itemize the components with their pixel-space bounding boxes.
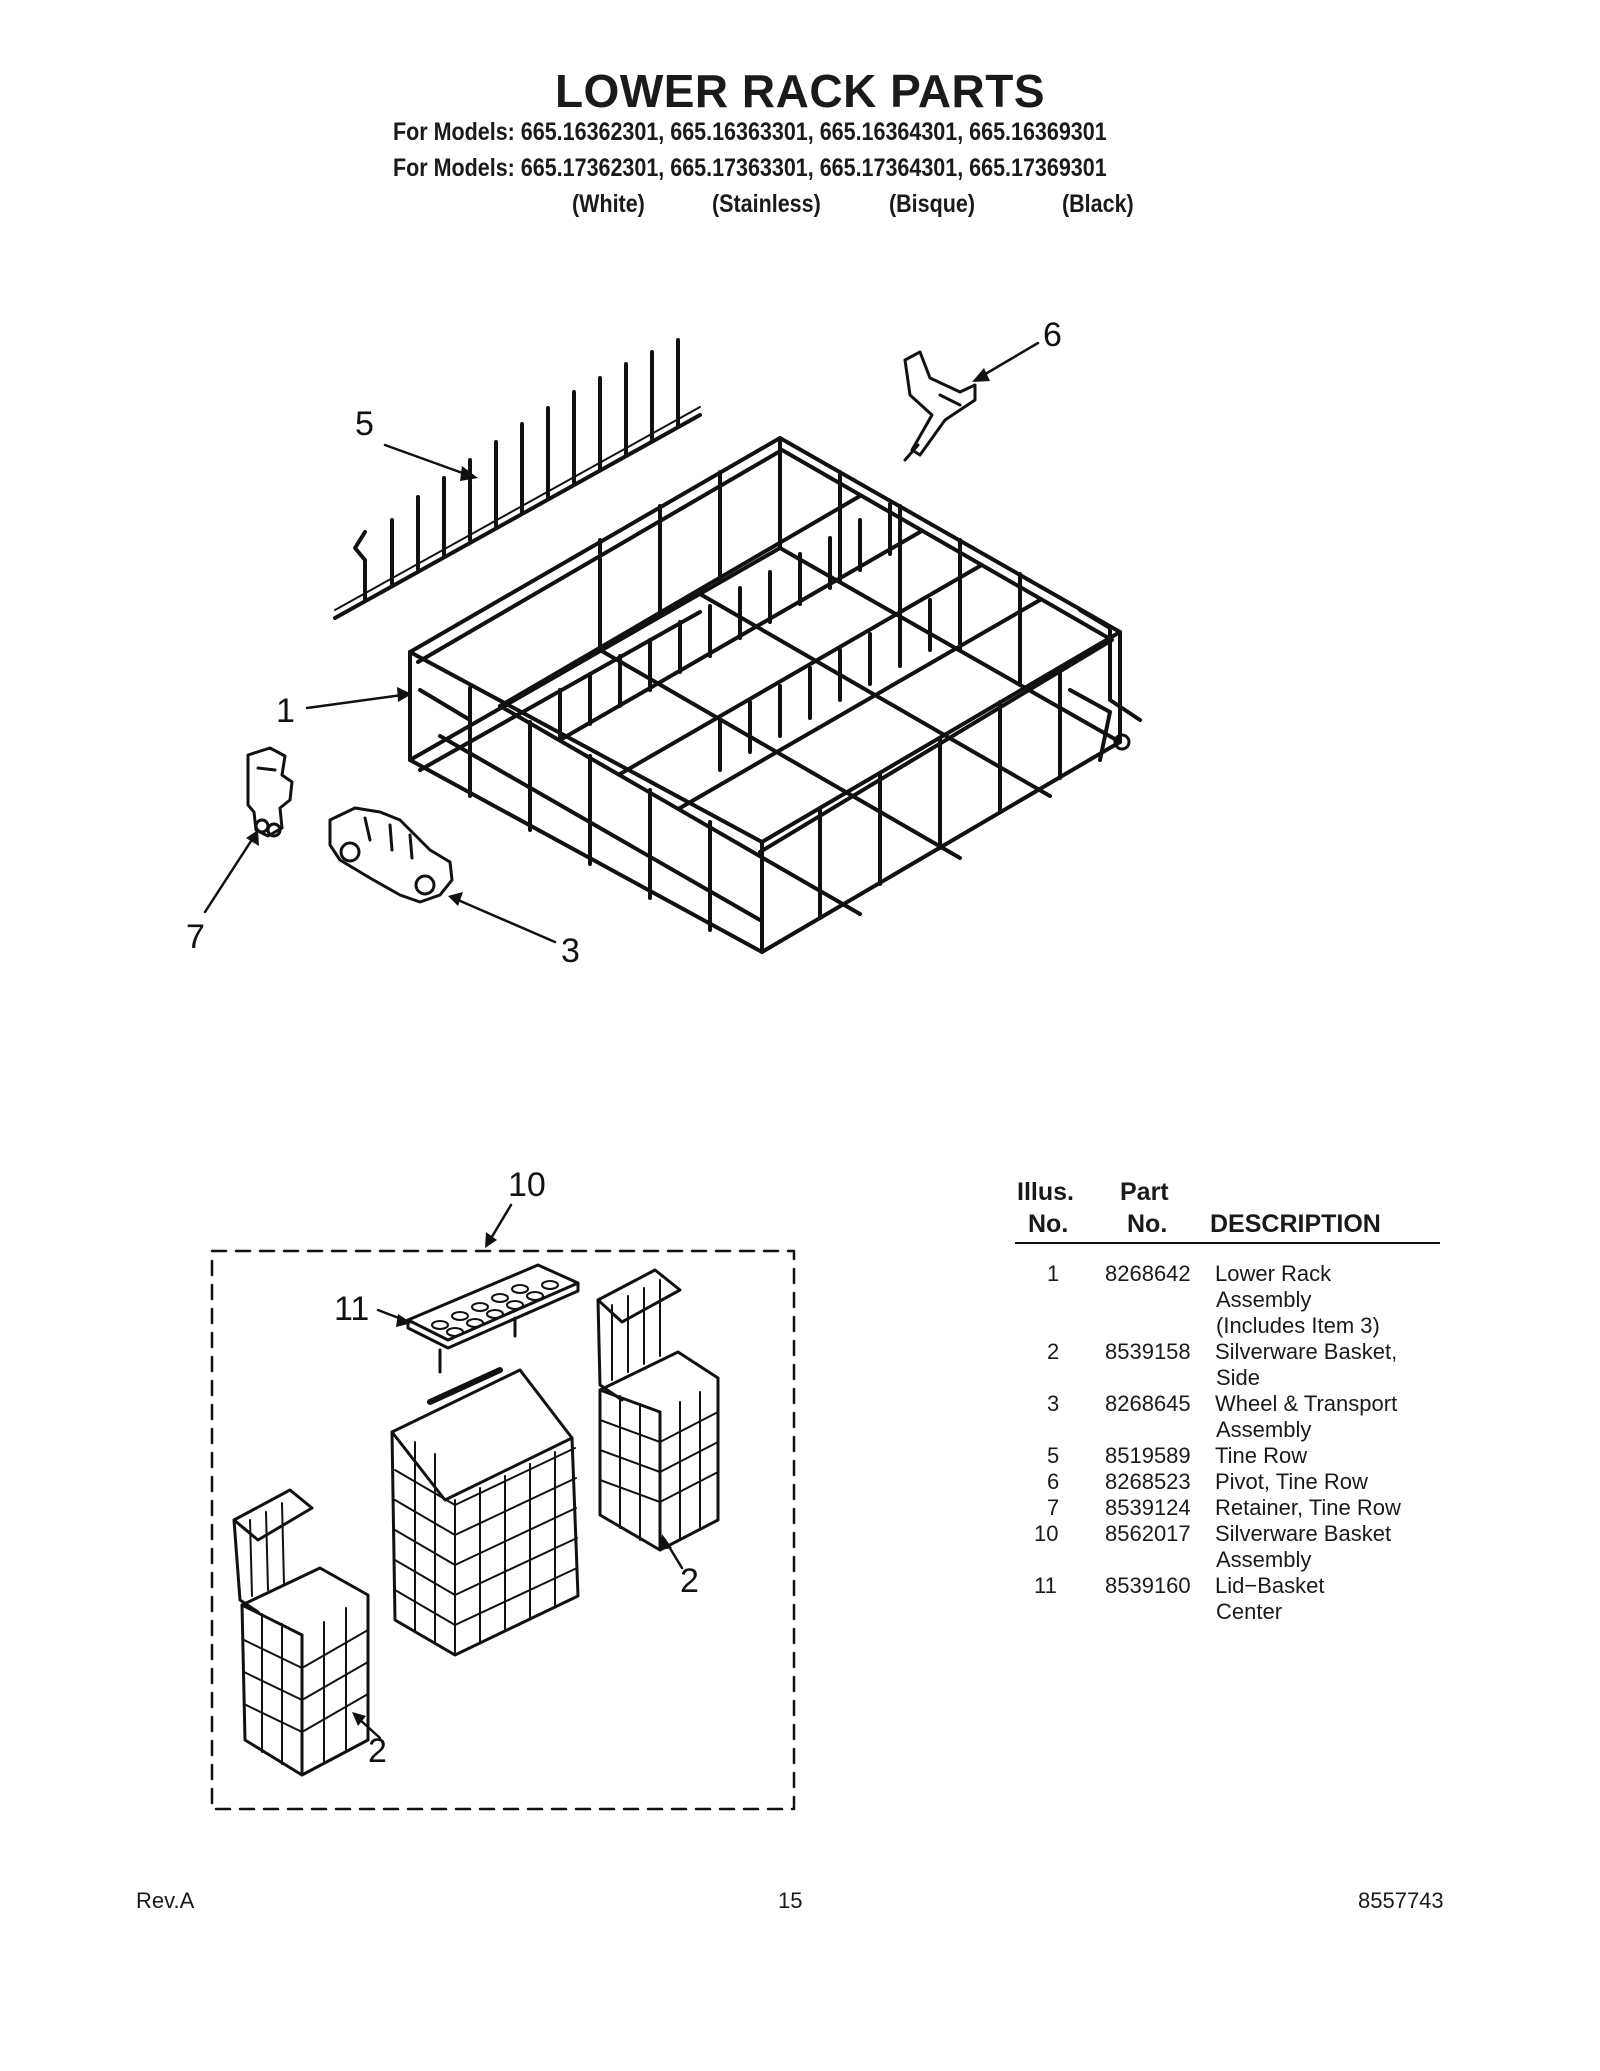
pivot-tine-row-illustration [903, 350, 977, 462]
row-illus: 5 [1047, 1443, 1060, 1468]
row-illus: 1 [1047, 1261, 1060, 1286]
row-illus: 7 [1047, 1495, 1060, 1520]
color-black: (Black) [1062, 190, 1134, 218]
footer-revision: Rev.A [136, 1888, 195, 1913]
callout-3: 3 [561, 932, 580, 970]
callout-10: 10 [508, 1166, 546, 1204]
callout-5: 5 [355, 405, 374, 443]
basket-lid-illustration [406, 1263, 580, 1374]
header-illus-line2: No. [1028, 1210, 1069, 1238]
row-desc: Center [1216, 1599, 1283, 1624]
header-part-line2: No. [1127, 1210, 1168, 1238]
callout-1: 1 [276, 692, 295, 730]
callout-2-right: 2 [680, 1562, 699, 1600]
row-desc: Side [1216, 1365, 1261, 1390]
row-part: 8539160 [1105, 1573, 1191, 1598]
footer-page-number: 15 [778, 1888, 803, 1913]
wheel-transport-illustration [328, 806, 454, 904]
table-header-rule [1015, 1242, 1440, 1244]
color-white: (White) [572, 190, 645, 218]
tine-row-illustration [333, 338, 702, 620]
callout-6: 6 [1043, 316, 1062, 354]
header-description: DESCRIPTION [1210, 1210, 1381, 1238]
row-desc: Assembly [1216, 1417, 1312, 1442]
row-desc: Tine Row [1215, 1443, 1308, 1468]
retainer-tine-row-illustration [246, 746, 294, 838]
row-desc: Wheel & Transport [1215, 1391, 1398, 1416]
callout-2-left: 2 [368, 1732, 387, 1770]
lower-rack-illustration [408, 436, 1142, 954]
row-desc: Lower Rack [1215, 1261, 1332, 1286]
callout-7: 7 [186, 918, 205, 956]
color-stainless: (Stainless) [712, 190, 821, 218]
row-illus: 3 [1047, 1391, 1060, 1416]
row-desc: Lid−Basket [1215, 1573, 1325, 1598]
header-illus-line1: Illus. [1017, 1178, 1074, 1206]
row-illus: 11 [1034, 1573, 1057, 1598]
row-desc: Silverware Basket [1215, 1521, 1392, 1546]
row-desc: Retainer, Tine Row [1215, 1495, 1401, 1520]
row-part: 8562017 [1105, 1521, 1191, 1546]
row-desc: Assembly [1216, 1547, 1312, 1572]
basket-assembly-outline [210, 1249, 796, 1811]
row-desc: (Includes Item 3) [1216, 1313, 1380, 1338]
side-basket-left-illustration [232, 1488, 370, 1777]
color-bisque: (Bisque) [889, 190, 975, 218]
row-illus: 6 [1047, 1469, 1060, 1494]
row-desc: Pivot, Tine Row [1215, 1469, 1368, 1494]
row-illus: 10 [1034, 1521, 1059, 1546]
row-part: 8539158 [1105, 1339, 1191, 1364]
row-illus: 2 [1047, 1339, 1060, 1364]
side-basket-right-illustration [596, 1268, 720, 1552]
row-part: 8268642 [1105, 1261, 1191, 1286]
page-title: LOWER RACK PARTS [554, 65, 1046, 117]
models-line-2: For Models: 665.17362301, 665.17363301, … [393, 154, 1107, 182]
row-part: 8519589 [1105, 1443, 1191, 1468]
row-desc: Silverware Basket, [1215, 1339, 1398, 1364]
row-desc: Assembly [1216, 1287, 1312, 1312]
callout-11: 11 [334, 1290, 369, 1328]
header-part-line1: Part [1120, 1178, 1169, 1206]
footer-doc-number: 8557743 [1358, 1888, 1444, 1913]
row-part: 8539124 [1105, 1495, 1191, 1520]
models-line-1: For Models: 665.16362301, 665.16363301, … [393, 118, 1107, 146]
row-part: 8268645 [1105, 1391, 1191, 1416]
row-part: 8268523 [1105, 1469, 1191, 1494]
center-basket-illustration [390, 1367, 580, 1657]
